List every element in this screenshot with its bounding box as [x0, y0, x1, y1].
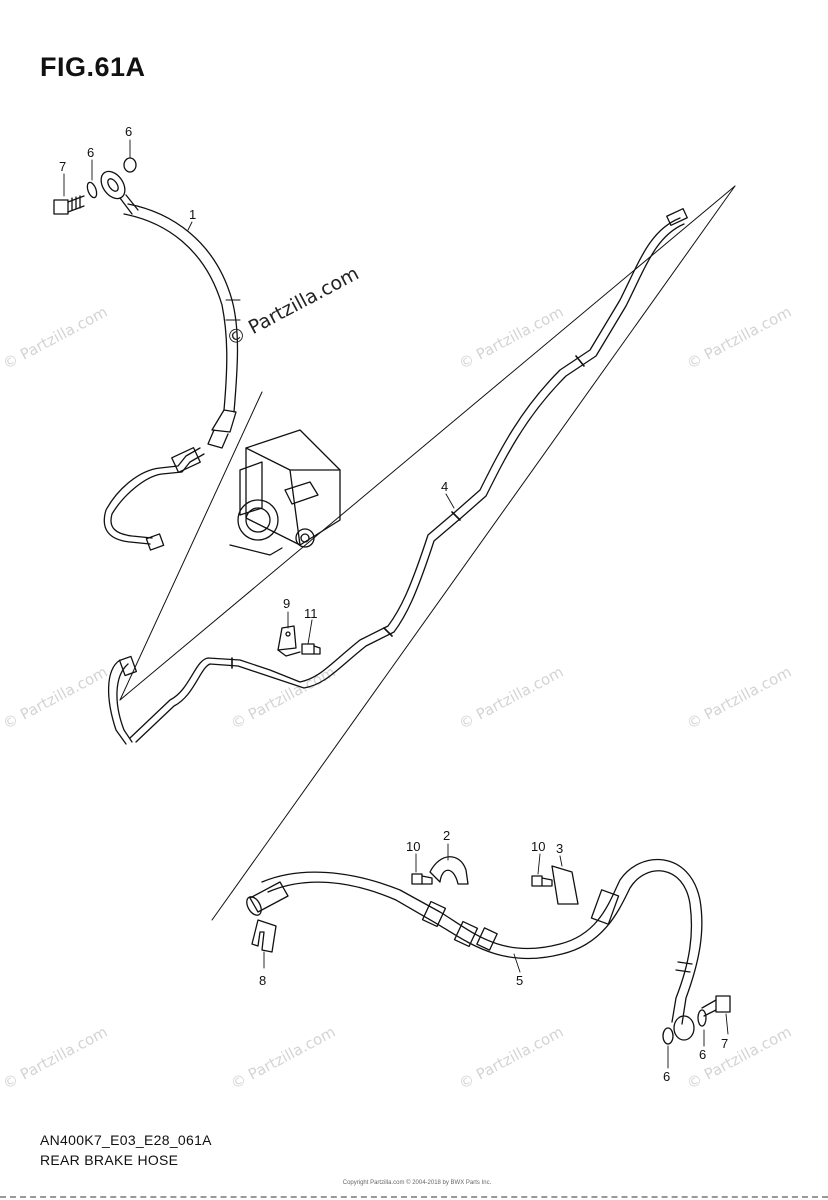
washer-6-top — [123, 157, 137, 173]
guide-line-middle — [119, 185, 736, 701]
brake-hose-1 — [100, 170, 241, 449]
callout-6: 6 — [699, 1047, 706, 1062]
bolt-10-right — [531, 875, 553, 887]
bracket-9 — [277, 625, 301, 657]
guide-line-upper — [119, 391, 263, 701]
diagram-caption: REAR BRAKE HOSE — [40, 1152, 179, 1168]
callout-11: 11 — [304, 606, 318, 621]
callout-10: 10 — [531, 839, 545, 854]
washer-6-top-left — [86, 181, 98, 199]
callout-10: 10 — [406, 839, 420, 854]
bolt-11 — [301, 643, 321, 655]
clip-8 — [251, 919, 277, 953]
washer-6-bottom-right — [697, 1009, 707, 1027]
union-bolt-7-bottom — [701, 995, 731, 1017]
callout-7: 7 — [59, 159, 66, 174]
callout-1: 1 — [189, 207, 196, 222]
clamp-3 — [551, 865, 579, 905]
leader-lines — [63, 139, 729, 1069]
callout-5: 5 — [516, 973, 523, 988]
abs-modulator — [229, 429, 341, 556]
callout-3: 3 — [556, 841, 563, 856]
brake-pipe-to-abs — [103, 447, 205, 551]
callout-6: 6 — [663, 1069, 670, 1084]
callout-8: 8 — [259, 973, 266, 988]
brake-hose-5 — [246, 858, 703, 1041]
clamp-2 — [429, 856, 469, 885]
guide-line-lower — [211, 185, 736, 921]
callout-6: 6 — [87, 145, 94, 160]
copyright-notice: Copyright Partzilla.com © 2004-2018 by B… — [342, 1180, 492, 1186]
callout-9: 9 — [283, 596, 290, 611]
brake-pipe-4 — [107, 208, 688, 745]
callout-2: 2 — [443, 828, 450, 843]
union-bolt-7-top — [53, 195, 85, 215]
callout-6: 6 — [125, 124, 132, 139]
diagram-code: AN400K7_E03_E28_061A — [40, 1132, 212, 1148]
figure-title: FIG.61A — [40, 52, 146, 82]
callout-7: 7 — [721, 1036, 728, 1051]
washer-6-bottom — [662, 1027, 674, 1045]
bottom-divider — [0, 1196, 828, 1198]
bolt-10-left — [411, 873, 433, 885]
callout-4: 4 — [441, 479, 448, 494]
